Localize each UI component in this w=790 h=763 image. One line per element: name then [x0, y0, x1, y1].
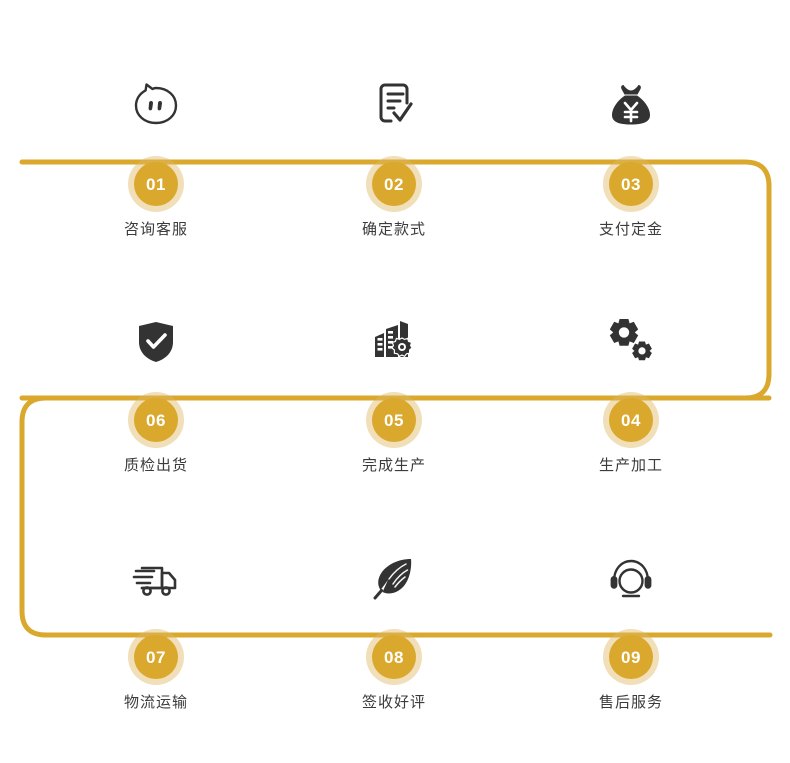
step-label-06: 质检出货	[123, 457, 188, 474]
money-bag-yen-icon	[551, 65, 711, 145]
step-badge-06[interactable]: 06	[134, 398, 178, 442]
step-node-02[interactable]: 02 确定款式	[314, 65, 474, 315]
step-node-01[interactable]: 01 咨询客服	[76, 65, 236, 315]
step-number: 06	[146, 410, 166, 430]
delivery-truck-icon	[76, 538, 236, 618]
step-label-04: 生产加工	[598, 457, 663, 474]
step-label-03: 支付定金	[598, 221, 663, 238]
step-number: 02	[384, 174, 404, 194]
step-badge-04[interactable]: 04	[609, 398, 653, 442]
step-node-09[interactable]: 09 售后服务	[551, 538, 711, 763]
step-badge-01[interactable]: 01	[134, 162, 178, 206]
headset-icon	[551, 538, 711, 618]
step-number: 04	[621, 410, 641, 430]
step-badge-05[interactable]: 05	[372, 398, 416, 442]
step-number: 09	[621, 647, 641, 667]
step-badge-08[interactable]: 08	[372, 635, 416, 679]
step-badge-03[interactable]: 03	[609, 162, 653, 206]
step-node-07[interactable]: 07 物流运输	[76, 538, 236, 763]
step-node-08[interactable]: 08 签收好评	[314, 538, 474, 763]
step-number: 07	[146, 647, 166, 667]
step-label-09: 售后服务	[598, 694, 663, 711]
step-badge-02[interactable]: 02	[372, 162, 416, 206]
step-node-06[interactable]: 06 质检出货	[76, 301, 236, 551]
step-label-02: 确定款式	[361, 221, 426, 238]
step-label-08: 签收好评	[361, 694, 426, 711]
step-label-07: 物流运输	[123, 694, 188, 711]
step-number: 03	[621, 174, 641, 194]
checklist-document-icon	[314, 65, 474, 145]
factory-gear-icon	[314, 301, 474, 381]
step-number: 08	[384, 647, 404, 667]
step-number: 01	[146, 174, 166, 194]
feather-quill-icon	[314, 538, 474, 618]
step-label-05: 完成生产	[361, 457, 426, 474]
step-badge-09[interactable]: 09	[609, 635, 653, 679]
step-node-04[interactable]: 04 生产加工	[551, 301, 711, 551]
step-node-03[interactable]: 03 支付定金	[551, 65, 711, 315]
step-badge-07[interactable]: 07	[134, 635, 178, 679]
gears-icon	[551, 301, 711, 381]
step-node-05[interactable]: 05 完成生产	[314, 301, 474, 551]
shield-check-icon	[76, 301, 236, 381]
step-number: 05	[384, 410, 404, 430]
step-label-01: 咨询客服	[123, 221, 188, 238]
speech-bubble-icon	[76, 65, 236, 145]
